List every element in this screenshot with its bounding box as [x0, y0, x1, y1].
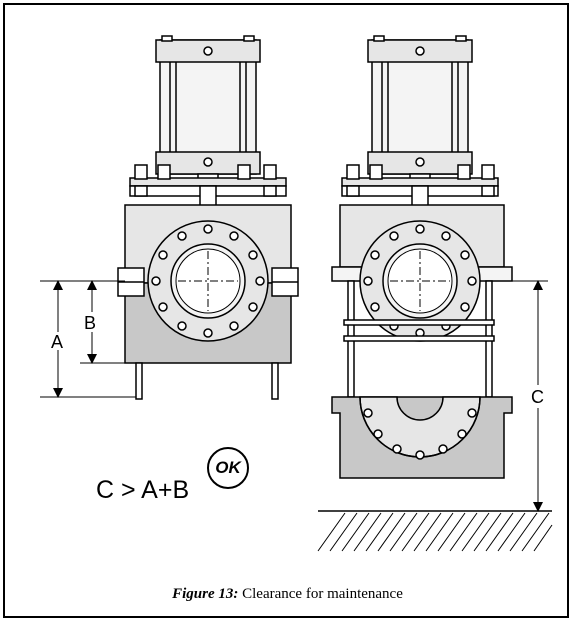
- ground-hatch-icon: [317, 510, 553, 552]
- caption-text: Clearance for maintenance: [238, 586, 403, 602]
- dimension-a: [40, 280, 136, 398]
- caption-figure-number: Figure 13:: [172, 586, 239, 602]
- dimension-c: [512, 280, 548, 512]
- label-a: A: [51, 332, 63, 352]
- label-b: B: [84, 313, 96, 333]
- ok-badge: OK: [207, 447, 249, 489]
- figure-caption: Figure 13: Clearance for maintenance: [0, 586, 575, 603]
- dimension-b: [80, 280, 125, 364]
- right-valve-assembly: [331, 35, 513, 479]
- label-c: C: [531, 387, 544, 407]
- left-valve-assembly: [117, 35, 299, 400]
- clearance-formula: C > A+B: [96, 476, 190, 504]
